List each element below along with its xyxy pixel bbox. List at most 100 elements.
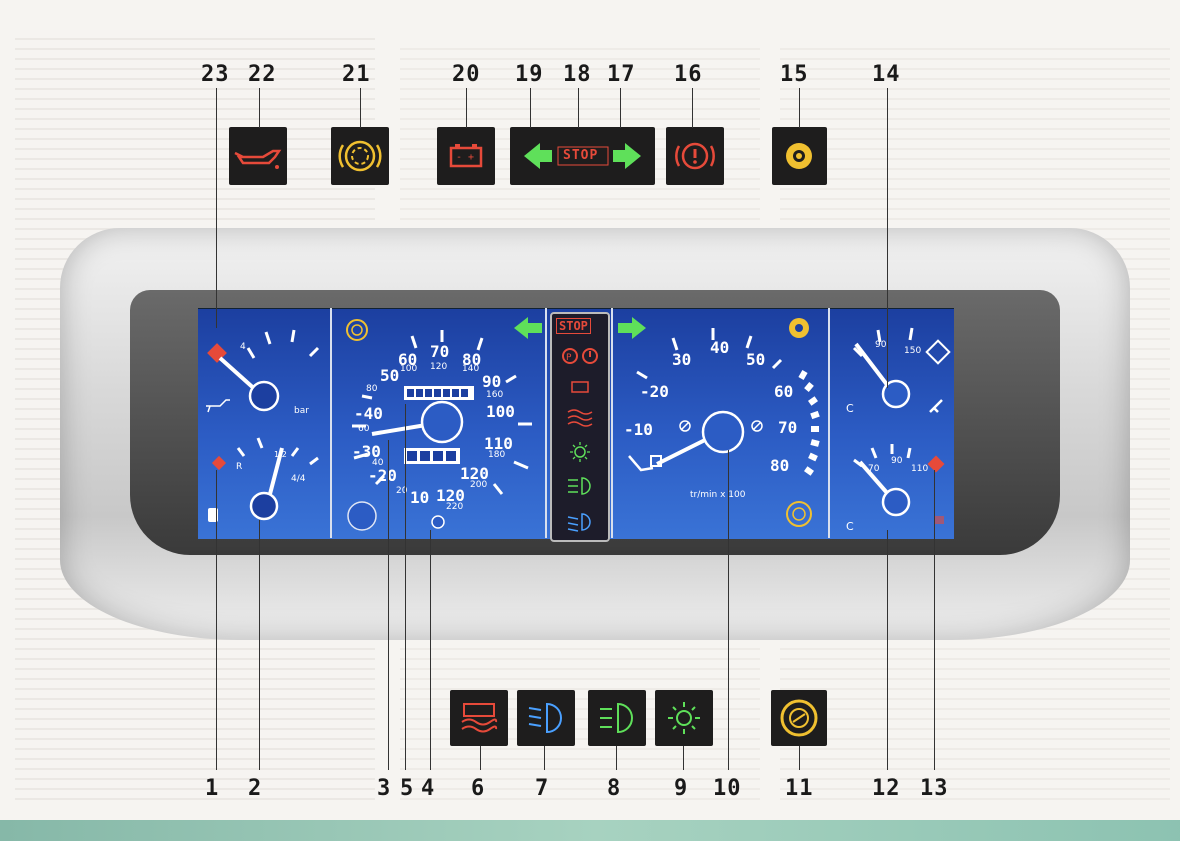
callout-11: 11 xyxy=(785,776,814,801)
dipped-beam-tile xyxy=(517,690,575,746)
warning-light-strip: STOP P xyxy=(550,312,610,542)
warning-diamond-icon xyxy=(927,341,950,364)
oil-temp-cold: C xyxy=(846,402,854,415)
speed-inner-mark: 40 xyxy=(372,458,383,468)
oil-can-icon xyxy=(206,400,230,412)
speed-inner-mark: 120 xyxy=(430,362,447,372)
leader-line xyxy=(480,746,481,770)
callout-8: 8 xyxy=(607,776,621,801)
speed-mark: -20 xyxy=(368,466,397,485)
brake-ring-icon xyxy=(787,502,811,526)
callout-2: 2 xyxy=(248,776,262,801)
leader-line xyxy=(887,88,888,388)
rpm-mark: 80 xyxy=(770,456,789,475)
water-temp-cold: C xyxy=(846,520,854,533)
callout-4: 4 xyxy=(421,776,435,801)
leader-line xyxy=(259,520,260,770)
leader-line xyxy=(430,530,431,770)
stop-label: STOP xyxy=(563,148,598,163)
callout-10: 10 xyxy=(713,776,742,801)
callout-14: 14 xyxy=(872,62,901,87)
fuel-gauge-mark-r: R xyxy=(236,462,242,472)
rpm-mark: 70 xyxy=(778,418,797,437)
brake-warning-tile xyxy=(666,127,724,185)
leader-line xyxy=(799,746,800,770)
battery-icon xyxy=(572,382,588,392)
callout-19: 19 xyxy=(515,62,544,87)
panel-divider xyxy=(545,308,547,538)
svg-text:P: P xyxy=(566,353,572,363)
oil-can-icon xyxy=(229,127,287,185)
rpm-mark: -20 xyxy=(640,382,669,401)
leader-line xyxy=(216,470,217,770)
main-beam-tile xyxy=(588,690,646,746)
speed-mark: 90 xyxy=(482,372,501,391)
rpm-mark: 30 xyxy=(672,350,691,369)
leader-line xyxy=(530,88,531,128)
oil-gauge-mark: 4 xyxy=(240,342,246,352)
callout-22: 22 xyxy=(248,62,277,87)
coolant-warning-tile xyxy=(450,690,508,746)
callout-21: 21 xyxy=(342,62,371,87)
brake-pad-wear-tile xyxy=(331,127,389,185)
oil-and-fuel-gauges xyxy=(198,308,330,538)
callout-6: 6 xyxy=(471,776,485,801)
brake-ring-icon xyxy=(771,690,827,746)
speed-inner-mark: 140 xyxy=(462,364,479,374)
callout-16: 16 xyxy=(674,62,703,87)
speed-inner-mark: 80 xyxy=(366,384,377,394)
svg-text:- +: - + xyxy=(456,152,474,163)
sidelights-icon xyxy=(575,447,585,457)
leader-line xyxy=(388,440,389,770)
bottom-color-band xyxy=(0,820,1193,841)
leader-line xyxy=(683,746,684,770)
speed-inner-mark: 60 xyxy=(358,424,369,434)
speed-inner-mark: 220 xyxy=(446,502,463,512)
turn-stop-tile: STOP xyxy=(510,127,655,185)
oil-temp-mark: 90 xyxy=(875,340,886,350)
leader-line xyxy=(259,88,260,128)
speed-mark: -40 xyxy=(354,404,383,423)
water-temp-mark: 90 xyxy=(891,456,902,466)
water-temp-mark: 70 xyxy=(868,464,879,474)
callout-23: 23 xyxy=(201,62,230,87)
leader-line xyxy=(360,88,361,128)
leader-line xyxy=(887,530,888,770)
callout-18: 18 xyxy=(563,62,592,87)
oil-pressure-warning-tile xyxy=(229,127,287,185)
battery-warning-tile: - + xyxy=(437,127,495,185)
leader-line xyxy=(799,88,800,128)
arrow-left-icon xyxy=(512,315,544,341)
leader-line xyxy=(544,746,545,770)
main-beam-icon xyxy=(588,690,646,746)
callout-1: 1 xyxy=(205,776,219,801)
sidelights-icon xyxy=(655,690,713,746)
leader-line xyxy=(578,88,579,128)
sidelights-tile xyxy=(655,690,713,746)
speed-inner-mark: 200 xyxy=(470,480,487,490)
arrow-right-icon xyxy=(613,143,641,169)
temperature-gauges xyxy=(830,308,954,538)
callout-13: 13 xyxy=(920,776,949,801)
rpm-mark: -10 xyxy=(624,420,653,439)
callout-3: 3 xyxy=(377,776,391,801)
speed-mark: 70 xyxy=(430,342,449,361)
dipped-beam-icon xyxy=(517,690,575,746)
leader-line xyxy=(405,404,406,770)
oil-temp-mark: 150 xyxy=(904,346,921,356)
coolant-icon xyxy=(568,410,592,426)
leader-line xyxy=(934,470,935,770)
rpm-mark: 60 xyxy=(774,382,793,401)
speed-inner-mark: 180 xyxy=(488,450,505,460)
coolant-icon xyxy=(450,690,508,746)
callout-7: 7 xyxy=(535,776,549,801)
speed-inner-mark: 160 xyxy=(486,390,503,400)
leader-line xyxy=(692,88,693,128)
callout-15: 15 xyxy=(780,62,809,87)
brake-warning-icon xyxy=(666,127,724,185)
main-beam-icon xyxy=(582,478,590,494)
dipped-beam-icon xyxy=(582,514,590,530)
battery-icon: - + xyxy=(437,127,495,185)
callout-12: 12 xyxy=(872,776,901,801)
